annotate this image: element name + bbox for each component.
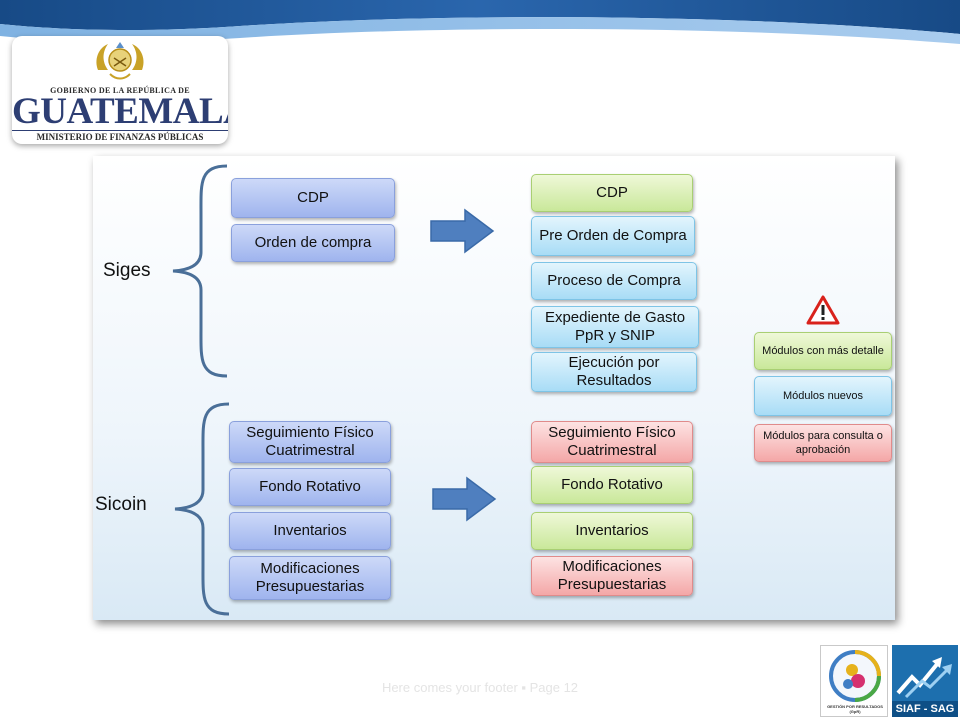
footer-text: Here comes your footer ▪ Page 12 — [381, 680, 579, 695]
module-box: Seguimiento Físico Cuatrimestral — [531, 421, 693, 463]
right-arrow-icon — [430, 208, 495, 254]
module-box: Proceso de Compra — [531, 262, 697, 300]
legend-item-new: Módulos nuevos — [754, 376, 892, 416]
module-box: Expediente de Gasto PpR y SNIP — [531, 306, 699, 348]
module-box: Orden de compra — [231, 224, 395, 262]
module-box: Inventarios — [531, 512, 693, 550]
right-arrow-icon — [432, 476, 497, 522]
group-label-sicoin: Sicoin — [95, 494, 147, 515]
module-box: Modificaciones Presupuestarias — [531, 556, 693, 596]
logo-line-3: MINISTERIO DE FINANZAS PÚBLICAS — [12, 130, 228, 143]
growth-arrows-icon — [896, 657, 952, 699]
module-box: CDP — [531, 174, 693, 212]
module-box: Fondo Rotativo — [531, 466, 693, 504]
logo-line-2: GUATEMALA — [12, 91, 228, 132]
legend-item-consult-approval: Módulos para consulta o aprobación — [754, 424, 892, 462]
gpr-emblem-icon — [829, 650, 881, 702]
gpr-logo: GESTIÓN POR RESULTADOS (GpR) — [820, 645, 888, 717]
group-label-siges: Siges — [103, 260, 151, 281]
siaf-sag-text: SIAF - SAG — [892, 701, 958, 717]
module-box: Seguimiento Físico Cuatrimestral — [229, 421, 391, 463]
module-box: Fondo Rotativo — [229, 468, 391, 506]
logo-line-1: GOBIERNO DE LA REPÚBLICA DE — [50, 86, 190, 95]
module-box: Pre Orden de Compra — [531, 216, 695, 256]
module-box: Ejecución por Resultados — [531, 352, 697, 392]
header-wave-band — [0, 0, 960, 44]
module-box: CDP — [231, 178, 395, 218]
warning-triangle-icon — [806, 295, 840, 325]
coat-of-arms-icon — [96, 42, 144, 80]
legend-item-more-detail: Módulos con más detalle — [754, 332, 892, 370]
gpr-text: GESTIÓN POR RESULTADOS (GpR) — [827, 704, 883, 714]
module-box: Inventarios — [229, 512, 391, 550]
siges-bracket-icon — [172, 164, 228, 378]
siaf-sag-logo: SIAF - SAG — [892, 645, 958, 717]
modules-diagram: Siges Sicoin CDP Orden de compra Seguimi… — [93, 156, 895, 620]
sicoin-bracket-icon — [174, 402, 230, 616]
module-box: Modificaciones Presupuestarias — [229, 556, 391, 600]
guatemala-government-logo: GOBIERNO DE LA REPÚBLICA DE GUATEMALA MI… — [12, 36, 228, 144]
